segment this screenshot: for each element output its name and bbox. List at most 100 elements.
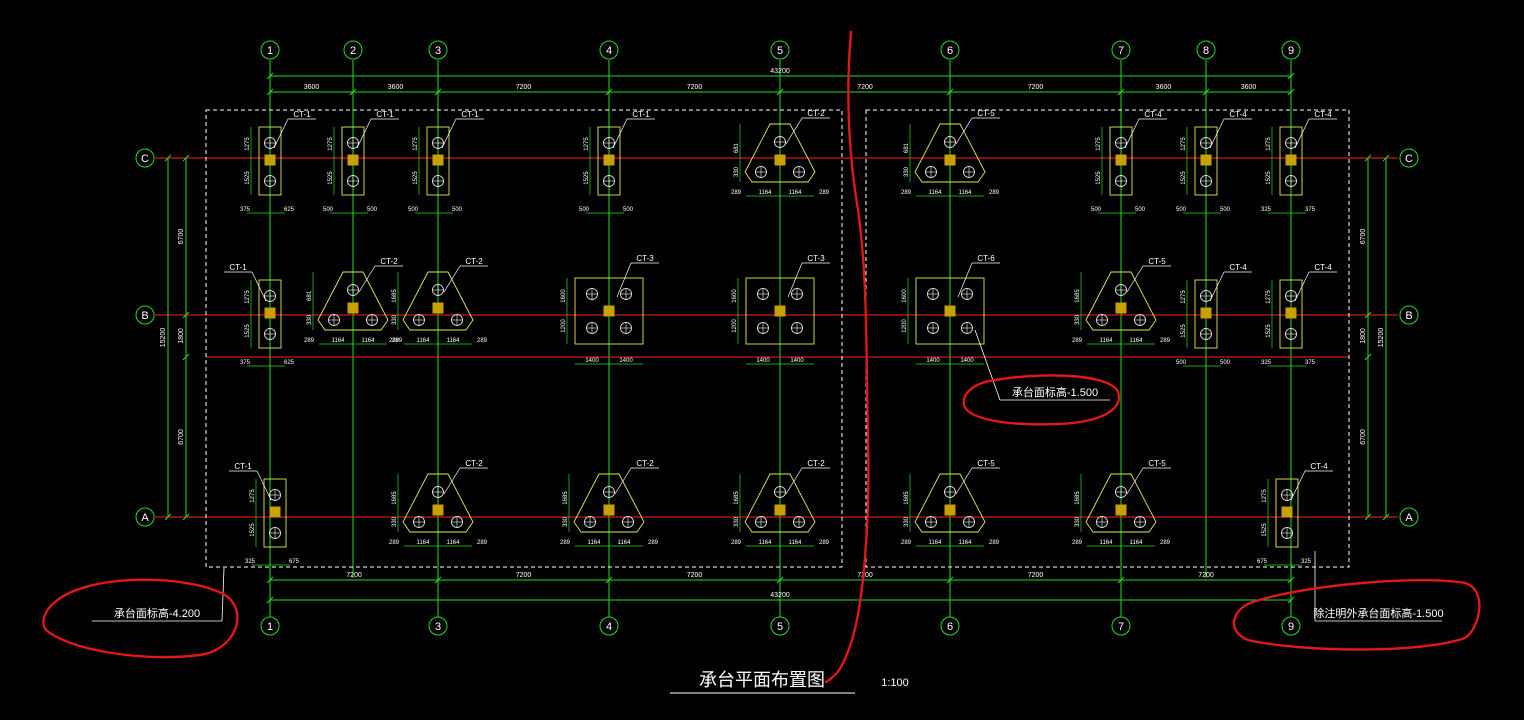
dimension-value: 1400: [960, 358, 974, 364]
cap-label: CT-1: [234, 462, 252, 471]
leader-line: [614, 467, 632, 495]
dimension-value: 330: [392, 314, 398, 325]
axis-bubble: [940, 40, 960, 60]
dimension-value: 1525: [1181, 324, 1187, 338]
dimension-value: 6700: [1360, 229, 1367, 245]
dimension-value: 500: [1135, 207, 1146, 213]
dimension-value: 7200: [516, 572, 532, 579]
column: [774, 154, 786, 166]
leader-line: [785, 467, 803, 495]
leader-line: [358, 265, 376, 293]
cap-label: CT-6: [977, 254, 995, 263]
axis-label-left: C: [141, 153, 149, 165]
dimension-value: 1164: [789, 190, 803, 196]
axis-bubble: [260, 616, 280, 636]
axis-bubble: [1399, 305, 1419, 325]
dimension-value: 375: [240, 360, 251, 366]
axis-label-bottom: 1: [267, 621, 273, 633]
column: [1200, 307, 1212, 319]
axis-bubble: [135, 305, 155, 325]
dimension-tick: [434, 88, 442, 96]
column: [269, 506, 281, 518]
dimension-value: 289: [560, 540, 571, 546]
cap-outline: [914, 473, 986, 533]
axis-label-top: 1: [267, 45, 273, 57]
title-text: 承台平面布置图: [699, 670, 825, 690]
dimension-tick: [1287, 88, 1295, 96]
leader-line: [356, 118, 372, 149]
axis-label-top: 3: [435, 45, 441, 57]
axis-bubble: [1196, 40, 1216, 60]
dimension-value: 500: [408, 207, 419, 213]
red-markup: [42, 30, 1481, 684]
axis-bubble: [1399, 148, 1419, 168]
dimension-value: 1164: [1130, 540, 1144, 546]
dimension-value: 675: [1257, 559, 1268, 565]
leader-line: [955, 467, 973, 495]
cap-outline: [258, 279, 282, 349]
dimension-value: 1525: [1266, 324, 1272, 338]
dimension-value: 7200: [857, 84, 873, 91]
dimension-tick: [1202, 88, 1210, 96]
dimension-tick: [434, 576, 442, 584]
dimension-value: 1525: [413, 171, 419, 185]
dimension-value: 500: [1220, 207, 1231, 213]
cap-label: CT-2: [465, 459, 483, 468]
dimension-value: 325: [1261, 360, 1272, 366]
cap-label: CT-4: [1314, 110, 1332, 119]
dimension-tick: [1382, 154, 1390, 162]
cap-outline: [744, 123, 816, 183]
cap-outline: [915, 277, 985, 345]
dimension-value: 1164: [929, 540, 943, 546]
cap-label: CT-2: [465, 257, 483, 266]
axis-label-bottom: 6: [947, 621, 953, 633]
dimension-tick: [776, 88, 784, 96]
dimension-value: 1600: [732, 289, 738, 303]
leader-line: [974, 329, 1001, 401]
cap-label: CT-1: [293, 110, 311, 119]
dimension-value: 3600: [1241, 84, 1257, 91]
cap-outline: [263, 478, 287, 548]
axis-label-bottom: 9: [1288, 621, 1294, 633]
leader-line: [616, 262, 632, 298]
dimension-value: 1275: [1181, 290, 1187, 304]
dimension-value: 1275: [1262, 489, 1268, 503]
dimension-value: 1275: [1096, 137, 1102, 151]
dimension-value: 330: [1075, 314, 1081, 325]
axis-label-top: 2: [350, 45, 356, 57]
dimension-value: 1600: [902, 289, 908, 303]
leader-line: [256, 470, 272, 501]
dimension-tick: [266, 72, 274, 80]
cap-outline: [1085, 271, 1157, 331]
dimension-value: 330: [904, 166, 910, 177]
axis-label-top: 4: [606, 45, 612, 57]
column: [1200, 154, 1212, 166]
dimension-value: 681: [307, 290, 313, 301]
dimension-value: 1525: [1266, 171, 1272, 185]
column: [774, 305, 786, 317]
axis-bubble: [599, 40, 619, 60]
dimension-value: 1685: [1075, 289, 1081, 303]
dimension-value: 6700: [178, 229, 185, 245]
cap-outline: [258, 126, 282, 196]
leader-line: [443, 467, 461, 495]
notes: 承台面标高-4.200承台面标高-1.500除注明外承台面标高-1.500承台平…: [92, 329, 1444, 694]
dimension-value: 289: [477, 338, 488, 344]
dimension-value: 289: [477, 540, 488, 546]
dimension-tick: [1117, 88, 1125, 96]
column: [944, 154, 956, 166]
leader-line: [1209, 118, 1225, 149]
column: [603, 154, 615, 166]
dimension-value: 289: [1160, 540, 1171, 546]
dimension-value: 3600: [388, 84, 404, 91]
dimension-value: 3600: [304, 84, 320, 91]
cap-outline: [744, 473, 816, 533]
dimension-value: 375: [240, 207, 251, 213]
